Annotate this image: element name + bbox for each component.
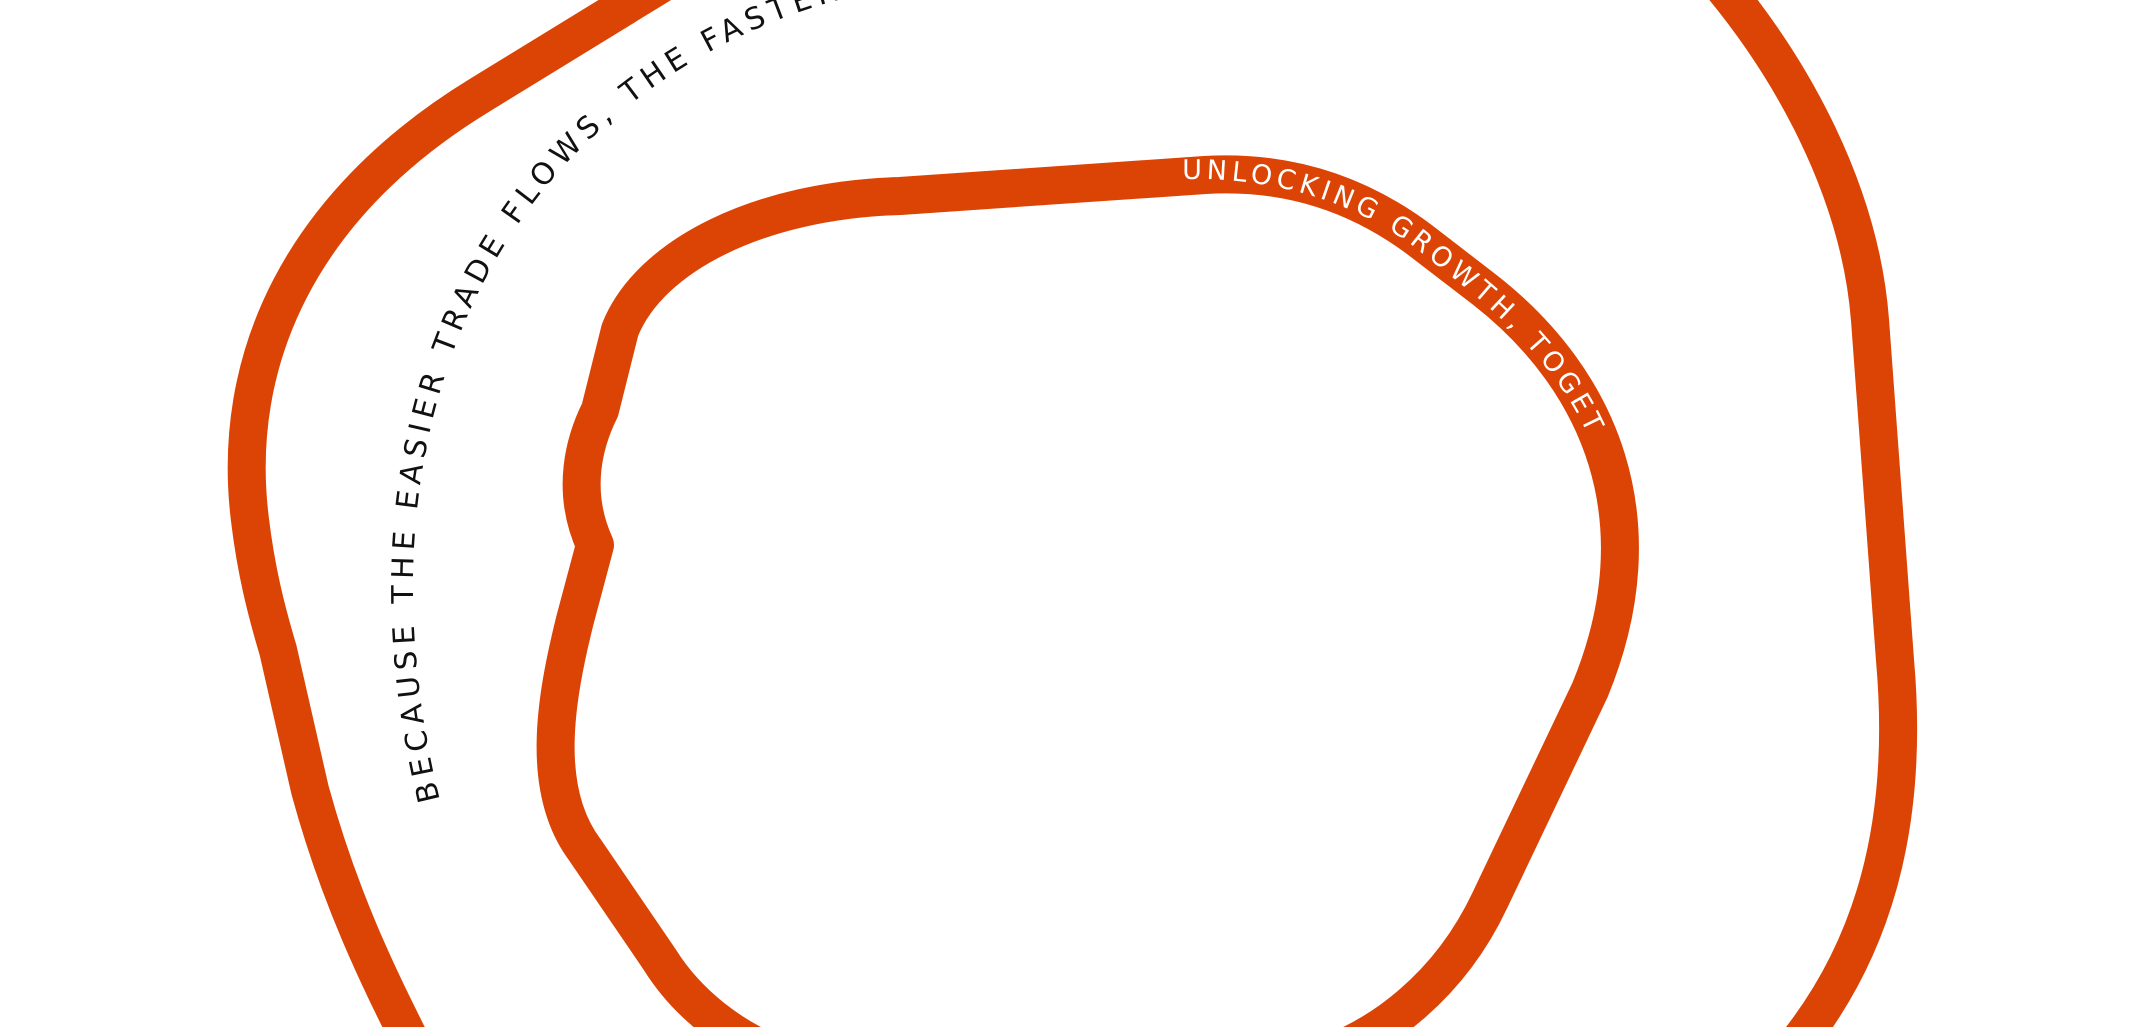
outer-ring <box>227 0 1918 1027</box>
outer-tagline-text: Because the easier trade flows, the fast… <box>0 0 961 806</box>
inner-ring <box>536 155 1639 1027</box>
outer-tagline: Because the easier trade flows, the fast… <box>0 0 961 806</box>
